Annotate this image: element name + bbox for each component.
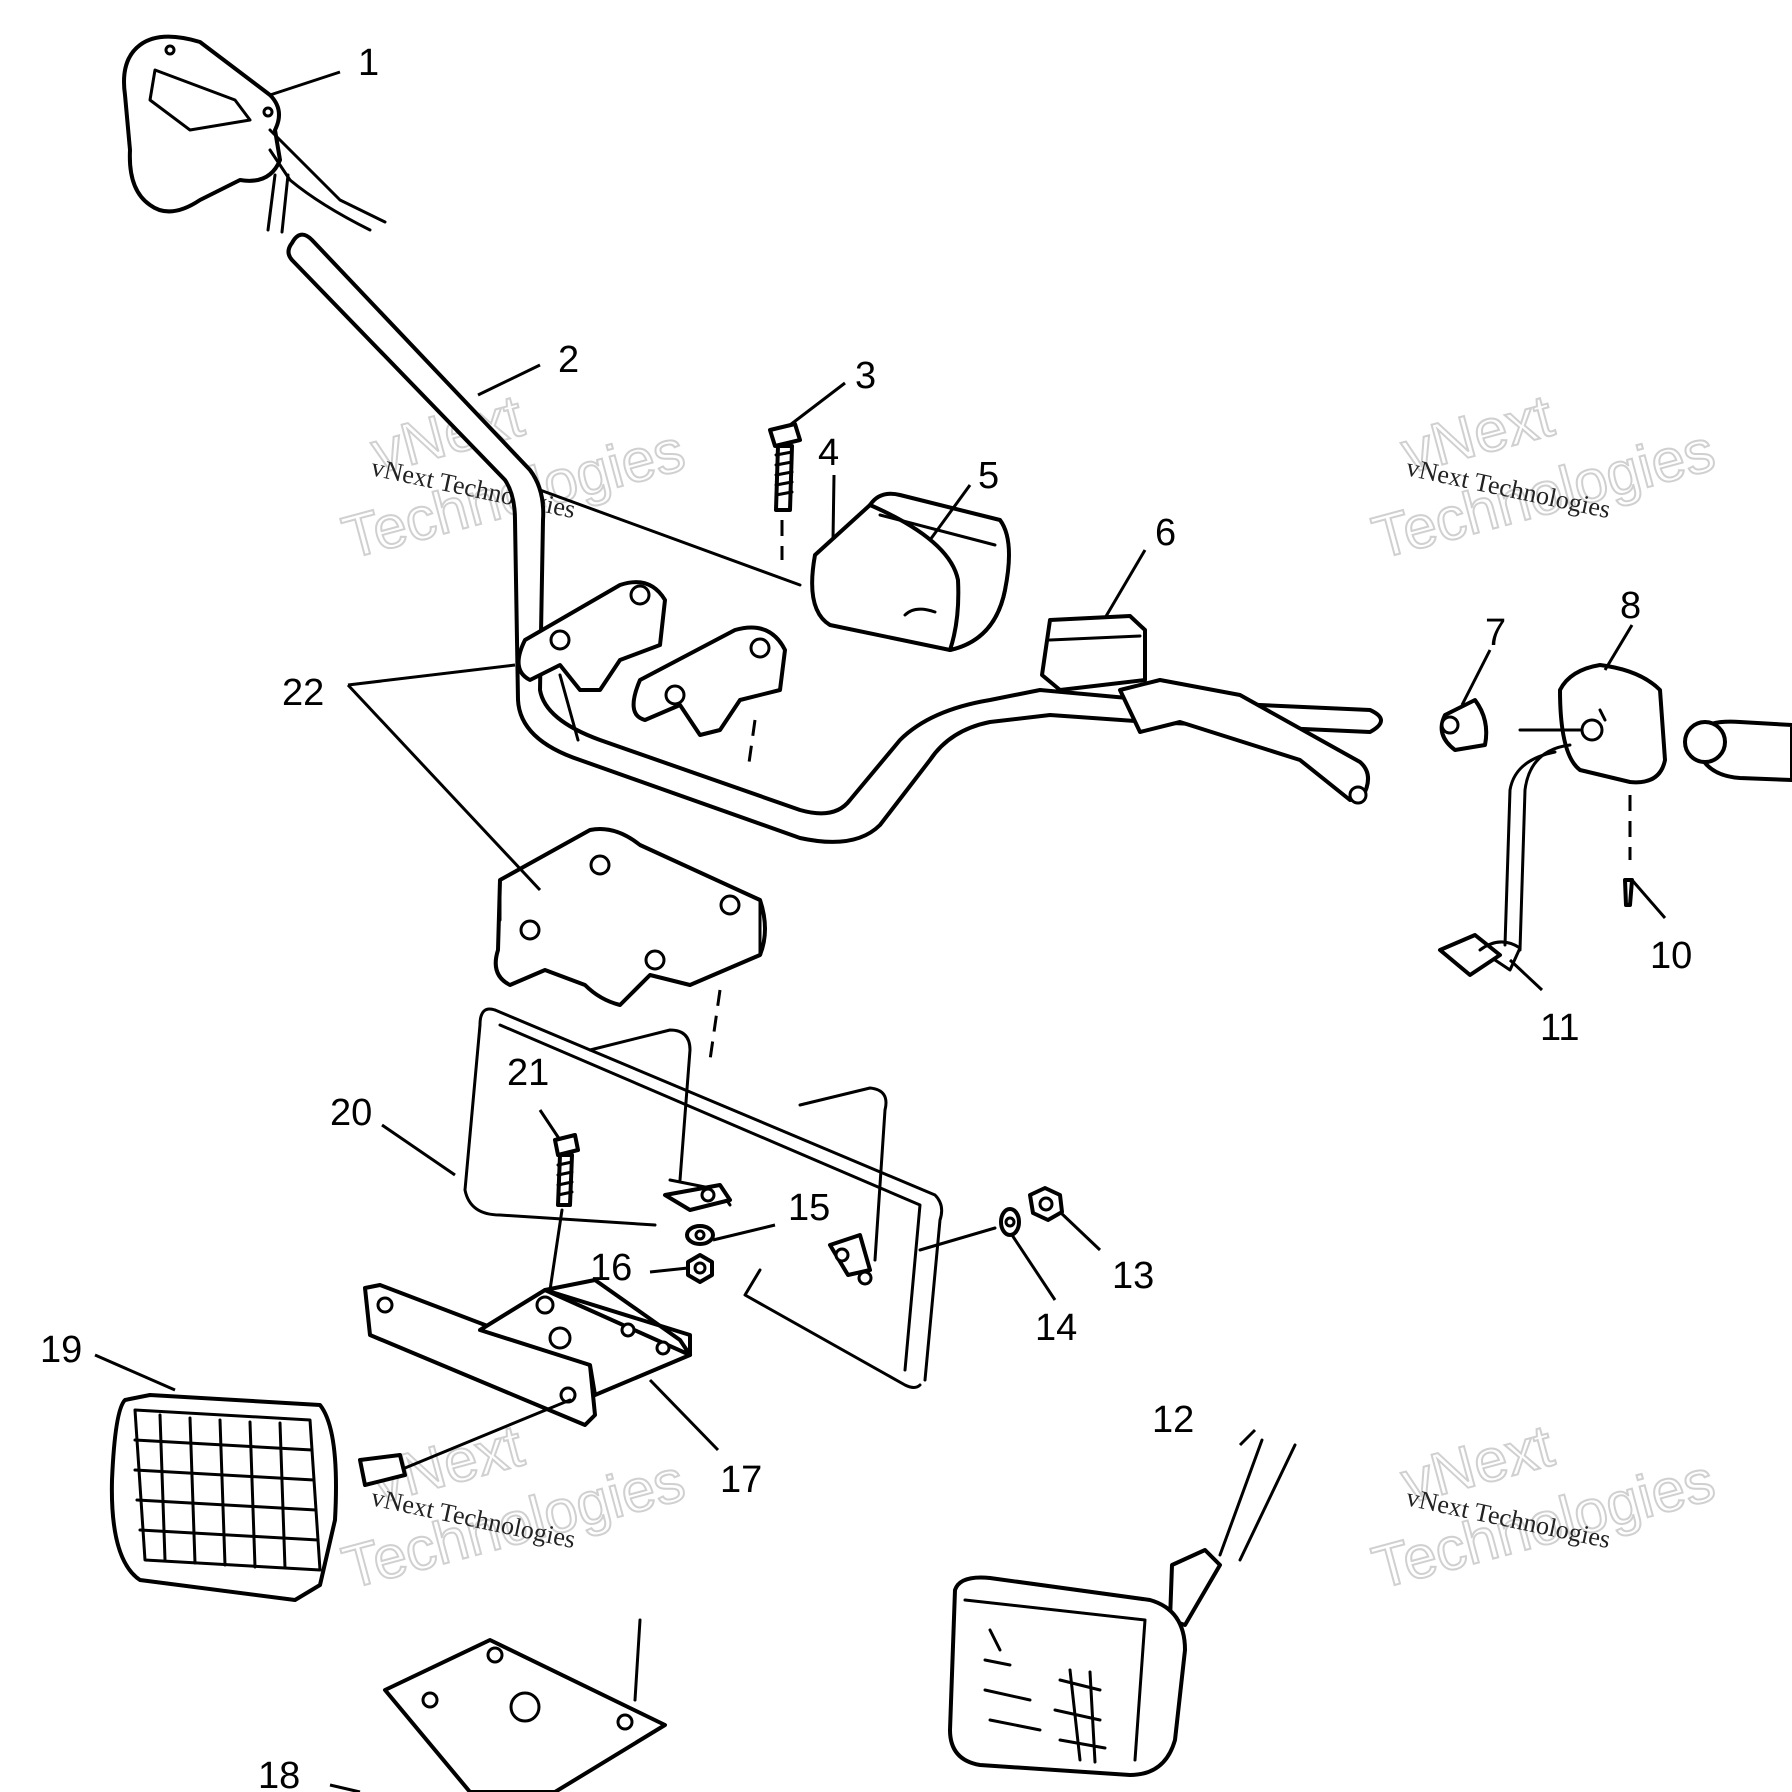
bolt-3 (768, 422, 802, 560)
throttle-housing (122, 34, 387, 234)
callout-12: 12 (1152, 1399, 1194, 1441)
callout-21: 21 (507, 1052, 549, 1094)
washer-15 (685, 1224, 715, 1246)
callout-22: 22 (282, 672, 324, 714)
callout-15: 15 (788, 1187, 830, 1229)
callout-8: 8 (1620, 585, 1641, 627)
light-bracket (463, 1007, 944, 1389)
switch-housing (1518, 663, 1667, 907)
screw-21 (548, 1133, 580, 1292)
callout-20: 20 (330, 1092, 372, 1134)
nut-16 (686, 1253, 714, 1284)
watermark-top-right: vNext Technologies (1365, 381, 1723, 573)
switch-wire (1438, 743, 1572, 977)
callout-1: 1 (358, 42, 379, 84)
lower-clamp (493, 827, 767, 1061)
watermark-bottom-left: vNext Technologies (335, 1411, 693, 1603)
callout-17: 17 (720, 1459, 762, 1501)
bar-end-cap (1439, 698, 1489, 752)
hand-grip (1683, 719, 1792, 782)
handlebar (286, 232, 1383, 844)
callout-2: 2 (558, 339, 579, 381)
callout-19: 19 (40, 1329, 82, 1371)
upper-clamp (516, 580, 787, 771)
nut-13 (1028, 1186, 1064, 1222)
leader-lines (94, 70, 1667, 1792)
brake-master-cylinder (1040, 614, 1370, 805)
callout-6: 6 (1155, 512, 1176, 554)
callout-18: 18 (258, 1755, 300, 1792)
handlebar-pad (538, 488, 1011, 652)
headlight-left (109, 1393, 572, 1602)
bottom-plate (383, 1618, 667, 1792)
watermark-bottom-right: vNext Technologies (1365, 1411, 1723, 1603)
callout-7: 7 (1485, 612, 1506, 654)
callout-14: 14 (1035, 1307, 1077, 1349)
mounting-plate (363, 1278, 692, 1427)
callout-16: 16 (590, 1247, 632, 1289)
callout-11: 11 (1540, 1007, 1579, 1049)
callout-4: 4 (818, 432, 839, 474)
tail-light (948, 1438, 1297, 1777)
callout-10: 10 (1650, 935, 1692, 977)
callout-3: 3 (855, 355, 876, 397)
washer-14 (918, 1207, 1021, 1252)
callout-5: 5 (978, 455, 999, 497)
callout-13: 13 (1112, 1255, 1154, 1297)
